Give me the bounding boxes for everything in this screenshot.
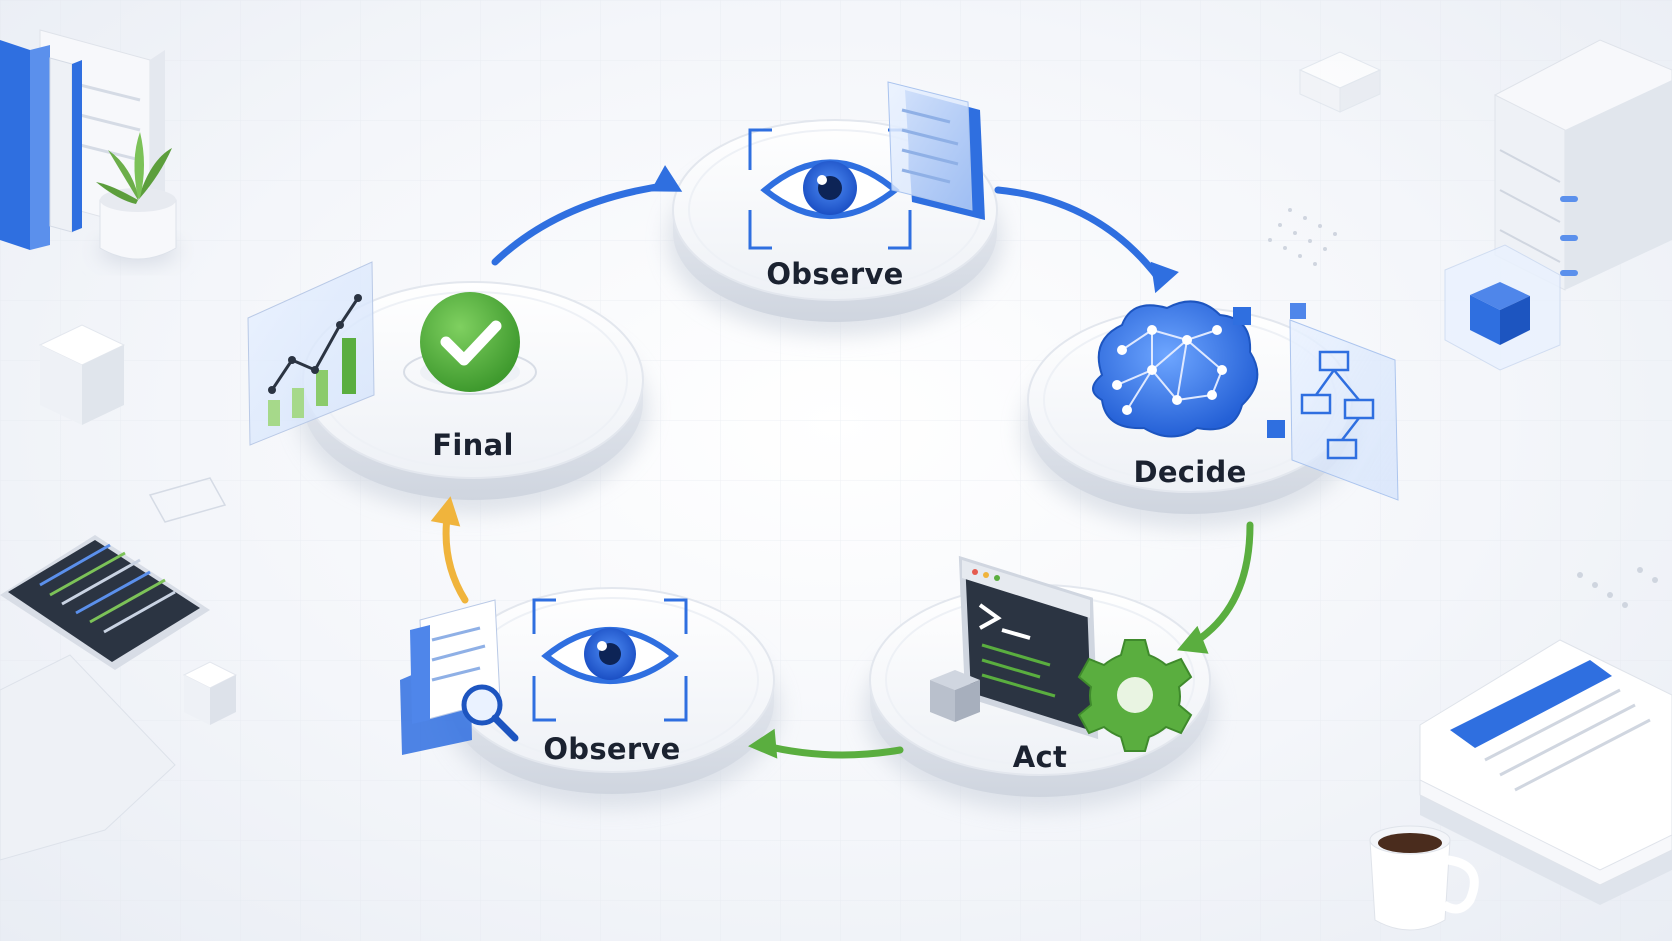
platform-final — [297, 281, 649, 514]
arrow-final-to-observe-top — [491, 165, 683, 266]
dots-decoration — [1268, 208, 1658, 608]
cube-decoration-small — [182, 661, 238, 725]
node-label-decide: Decide — [1133, 455, 1247, 489]
brain-network-icon — [1092, 300, 1259, 438]
checkmark-icon — [403, 292, 537, 395]
small-glass-cube-decoration — [1298, 51, 1382, 113]
code-tablet-decoration — [0, 535, 210, 670]
flowchart-panel-icon — [1233, 303, 1399, 501]
cube-decoration-left — [38, 324, 126, 425]
line-chart-panel-icon — [247, 261, 375, 446]
eye-icon — [532, 598, 688, 722]
server-books-decoration — [0, 29, 165, 250]
outline-decoration — [148, 477, 227, 523]
arrow-decide-to-act — [1177, 521, 1254, 654]
terminal-gear-icon — [930, 555, 1193, 752]
document-folder-icon — [887, 81, 985, 220]
node-label-final: Final — [432, 428, 514, 462]
node-label-observe-top: Observe — [766, 257, 904, 291]
arrow-observe-bottom-to-final — [430, 496, 469, 604]
folder-search-icon — [400, 599, 519, 755]
glass-cube-decoration — [1444, 244, 1561, 371]
plant-decoration — [96, 132, 178, 264]
arrow-observe-top-to-decide — [994, 186, 1179, 294]
document-stack-decoration — [1419, 639, 1672, 905]
platform-observe-bottom — [444, 587, 780, 808]
node-label-act: Act — [1012, 740, 1068, 774]
coffee-cup-decoration — [1369, 825, 1479, 931]
node-label-observe-bottom: Observe — [543, 732, 681, 766]
server-rack-decoration — [1494, 39, 1672, 291]
arrow-act-to-observe-bottom — [748, 728, 904, 759]
keyboard-decoration — [0, 654, 176, 861]
